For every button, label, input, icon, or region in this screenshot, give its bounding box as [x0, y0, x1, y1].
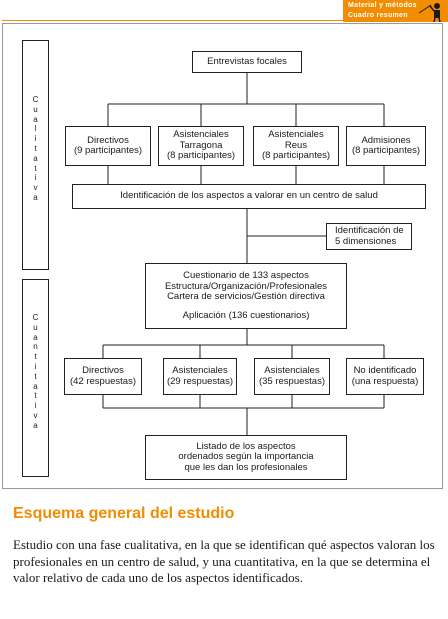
caption-title: Esquema general del estudio	[13, 505, 235, 522]
focus-groups-label: Entrevistas focales	[207, 55, 287, 67]
group-line: (8 participantes)	[261, 150, 331, 162]
phase-letter: C	[32, 313, 39, 322]
identification-box: Identificación de los aspectos a valorar…	[72, 184, 426, 209]
responses-line: Asistenciales	[264, 365, 320, 376]
dimensions-box: Identificación de 5 dimensiones	[326, 223, 412, 250]
group-line: (8 participantes)	[166, 150, 236, 162]
focus-groups-box: Entrevistas focales	[192, 51, 302, 73]
result-line: que les dan los profesionales	[184, 461, 308, 473]
phase-letter: C	[32, 95, 39, 104]
phase-letter: a	[33, 381, 38, 391]
group-box-reus: Asistenciales Reus (8 participantes)	[253, 126, 339, 166]
phase-letter: n	[33, 342, 38, 352]
group-box-directivos: Directivos (9 participantes)	[65, 126, 151, 166]
dimensions-line: Identificación de	[335, 225, 404, 236]
responses-box-asistenciales-2: Asistenciales (35 respuestas)	[254, 358, 330, 395]
diagram-frame	[2, 23, 443, 489]
responses-line: Asistenciales	[172, 365, 228, 376]
phase-letter: i	[34, 134, 37, 144]
phase-letter: a	[33, 192, 38, 202]
dimensions-line: 5 dimensiones	[335, 235, 397, 247]
responses-line: No identificado	[353, 365, 417, 376]
responses-line: (35 respuestas)	[258, 375, 325, 387]
section-tag-line1: Material y métodos	[348, 2, 417, 9]
quantitative-phase-label: C u a n t i t a t i v a	[22, 279, 49, 477]
group-line: Tarragona	[179, 139, 223, 151]
responses-line: (42 respuestas)	[69, 375, 136, 387]
section-tag: Material y métodos Cuadro resumen	[343, 0, 448, 22]
phase-letter: v	[33, 183, 38, 193]
phase-letter: t	[34, 352, 37, 362]
phase-letter: a	[33, 420, 38, 430]
phase-letter: i	[34, 361, 37, 371]
group-line: Admisiones	[361, 134, 411, 146]
caption-text: Estudio con una fase cualitativa, en la …	[13, 537, 435, 585]
result-line: Listado de los aspectos	[196, 440, 296, 452]
phase-letter: l	[34, 124, 37, 134]
phase-letter: t	[34, 391, 37, 401]
phase-letter: a	[33, 114, 38, 124]
phase-letter: t	[34, 143, 37, 153]
group-line: Directivos	[87, 134, 129, 146]
questionnaire-line: Aplicación (136 cuestionarios)	[182, 309, 310, 321]
phase-letter: a	[33, 332, 38, 342]
responses-line: (29 respuestas)	[166, 375, 233, 387]
questionnaire-line: Cuestionario de 133 aspectos	[183, 270, 309, 281]
phase-letter: u	[33, 322, 38, 332]
questionnaire-line: Cartera de servicios/Gestión directiva	[167, 291, 325, 302]
responses-box-directivos: Directivos (42 respuestas)	[64, 358, 142, 395]
responses-box-asistenciales-1: Asistenciales (29 respuestas)	[163, 358, 237, 395]
header-rule	[2, 20, 443, 21]
questionnaire-box: Cuestionario de 133 aspectos Estructura/…	[145, 263, 347, 329]
group-box-admisiones: Admisiones (8 participantes)	[346, 126, 426, 166]
phase-letter: i	[34, 173, 37, 183]
responses-line: Directivos	[82, 365, 124, 376]
result-line: ordenados según la importancia	[178, 451, 314, 463]
group-box-tarragona: Asistenciales Tarragona (8 participantes…	[158, 126, 244, 166]
phase-letter: t	[34, 371, 37, 381]
qualitative-phase-label: C u a l i t a t i v a	[22, 40, 49, 270]
phase-letter: i	[34, 401, 37, 411]
questionnaire-line: Estructura/Organización/Profesionales	[164, 280, 328, 292]
responses-box-no-identificado: No identificado (una respuesta)	[346, 358, 424, 395]
identification-label: Identificación de los aspectos a valorar…	[120, 190, 378, 202]
group-line: Reus	[284, 139, 308, 151]
responses-line: (una respuesta)	[351, 375, 419, 387]
phase-letter: t	[34, 163, 37, 173]
group-line: Asistenciales	[173, 129, 229, 141]
group-line: Asistenciales	[268, 129, 324, 141]
section-tag-line2: Cuadro resumen	[348, 12, 408, 19]
phase-letter: a	[33, 153, 38, 163]
phase-letter: u	[33, 104, 38, 114]
group-line: (8 participantes)	[351, 145, 421, 156]
presenter-icon	[418, 3, 441, 22]
phase-letter: v	[33, 410, 38, 420]
group-line: (9 participantes)	[73, 145, 143, 156]
result-box: Listado de los aspectos ordenados según …	[145, 435, 347, 480]
